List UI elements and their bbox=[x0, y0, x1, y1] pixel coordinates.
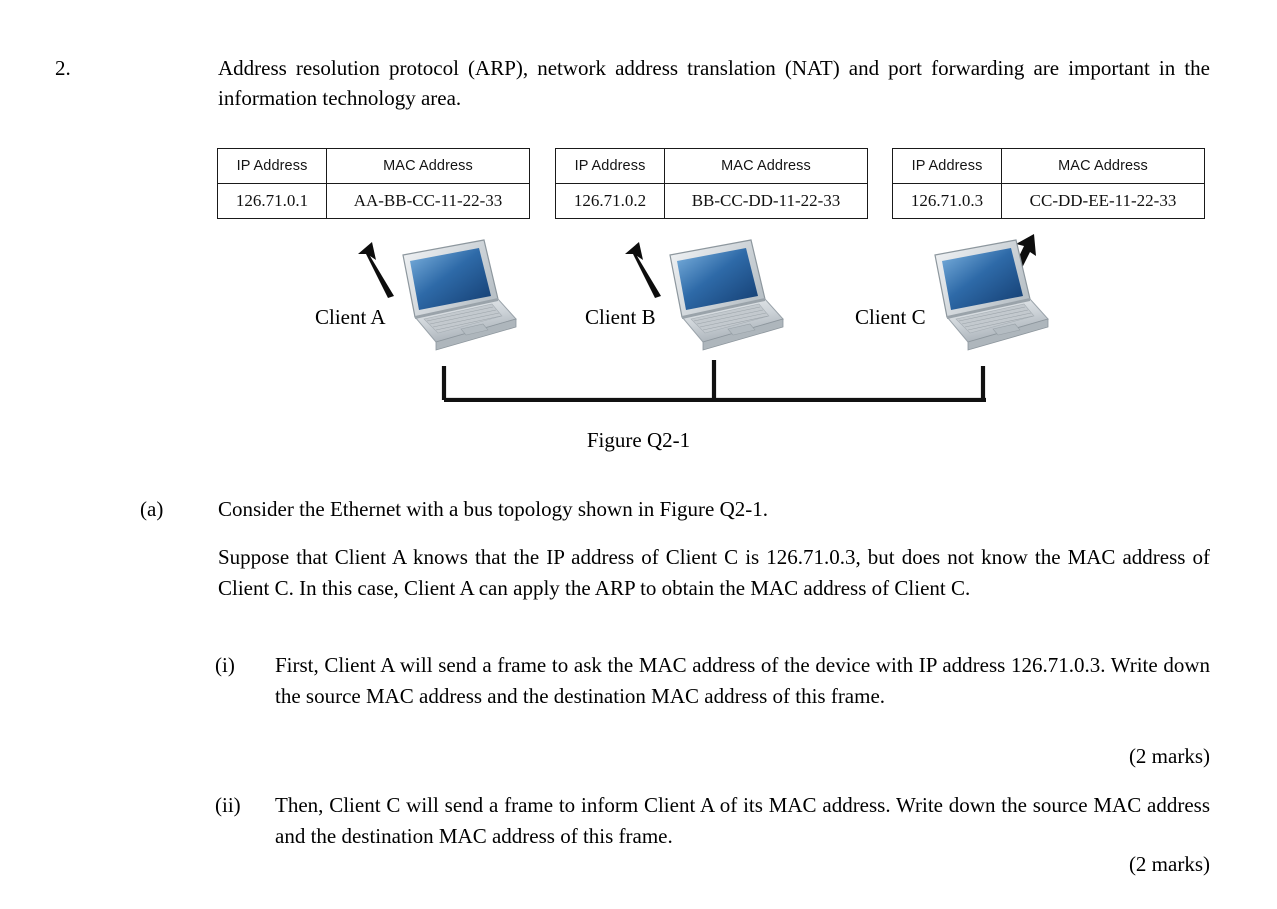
table-row: 126.71.0.2 BB-CC-DD-11-22-33 bbox=[555, 183, 868, 219]
figure-caption: Figure Q2-1 bbox=[586, 428, 691, 452]
sub-i-marks: (2 marks) bbox=[1128, 744, 1210, 768]
arp-table-client-b: IP Address MAC Address 126.71.0.2 BB-CC-… bbox=[555, 148, 868, 219]
column-header-mac-address: MAC Address bbox=[326, 148, 530, 184]
cell-mac-address: BB-CC-DD-11-22-33 bbox=[664, 183, 868, 219]
sub-label-i: (i) bbox=[215, 653, 235, 677]
table-header-row: IP Address MAC Address bbox=[217, 148, 530, 184]
sub-ii-text: Then, Client C will send a frame to info… bbox=[275, 793, 1210, 848]
cell-ip-address: 126.71.0.3 bbox=[892, 183, 1002, 219]
part-label-a: (a) bbox=[140, 497, 164, 521]
laptop-icon bbox=[402, 239, 517, 351]
column-header-mac-address: MAC Address bbox=[664, 148, 868, 184]
client-label-c: Client C bbox=[855, 305, 926, 329]
cell-ip-address: 126.71.0.1 bbox=[217, 183, 327, 219]
table-row: 126.71.0.1 AA-BB-CC-11-22-33 bbox=[217, 183, 530, 219]
cell-ip-address: 126.71.0.2 bbox=[555, 183, 665, 219]
column-header-ip-address: IP Address bbox=[217, 148, 327, 184]
part-a-text-2: Suppose that Client A knows that the IP … bbox=[218, 545, 1210, 600]
figure-q2-1: IP Address MAC Address 126.71.0.1 AA-BB-… bbox=[0, 130, 1277, 470]
arrow-up-icon bbox=[358, 242, 394, 298]
question-intro-text: Address resolution protocol (ARP), netwo… bbox=[218, 56, 1210, 110]
table-header-row: IP Address MAC Address bbox=[892, 148, 1205, 184]
cell-mac-address: AA-BB-CC-11-22-33 bbox=[326, 183, 530, 219]
sub-label-ii: (ii) bbox=[215, 793, 241, 817]
client-label-b: Client B bbox=[585, 305, 656, 329]
table-row: 126.71.0.3 CC-DD-EE-11-22-33 bbox=[892, 183, 1205, 219]
cell-mac-address: CC-DD-EE-11-22-33 bbox=[1001, 183, 1205, 219]
bus-topology-line bbox=[441, 360, 986, 402]
part-a-text-1: Consider the Ethernet with a bus topolog… bbox=[218, 497, 769, 521]
arrow-up-icon bbox=[625, 242, 661, 298]
client-label-a: Client A bbox=[315, 305, 386, 329]
column-header-mac-address: MAC Address bbox=[1001, 148, 1205, 184]
column-header-ip-address: IP Address bbox=[555, 148, 665, 184]
laptop-icon bbox=[669, 239, 784, 351]
arp-table-client-a: IP Address MAC Address 126.71.0.1 AA-BB-… bbox=[217, 148, 530, 219]
question-number: 2. bbox=[55, 56, 71, 80]
sub-ii-marks: (2 marks) bbox=[1128, 852, 1210, 876]
sub-i-text: First, Client A will send a frame to ask… bbox=[275, 653, 1210, 708]
table-header-row: IP Address MAC Address bbox=[555, 148, 868, 184]
laptop-icon bbox=[934, 239, 1049, 351]
column-header-ip-address: IP Address bbox=[892, 148, 1002, 184]
arp-table-client-c: IP Address MAC Address 126.71.0.3 CC-DD-… bbox=[892, 148, 1205, 219]
